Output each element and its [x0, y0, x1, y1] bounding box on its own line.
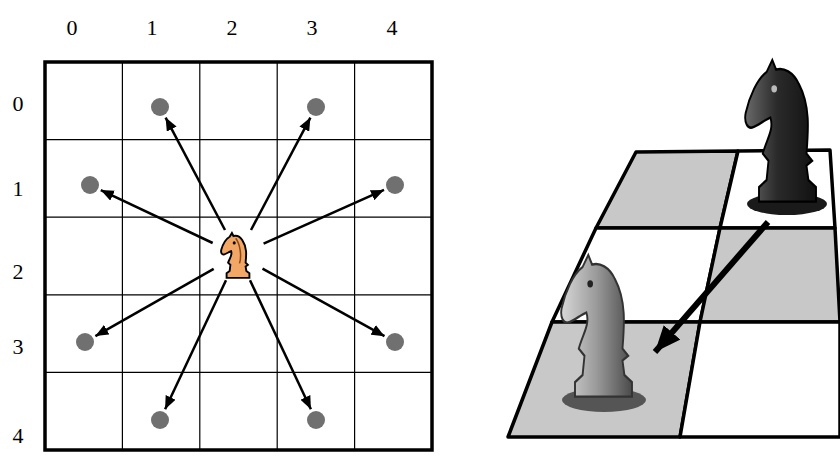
dark-knight-piece	[745, 60, 827, 215]
column-number: 4	[387, 17, 398, 39]
row-number: 4	[13, 425, 24, 447]
move-arrow	[655, 222, 768, 352]
column-number: 3	[307, 17, 318, 39]
knight-icon	[221, 233, 249, 278]
column-number: 0	[67, 17, 78, 39]
target-dots	[76, 98, 404, 429]
light-knight-piece	[561, 255, 646, 412]
move-arrows	[95, 118, 384, 410]
row-number: 1	[13, 178, 24, 200]
row-number: 2	[13, 261, 24, 283]
column-number: 1	[147, 17, 158, 39]
grid	[45, 62, 432, 450]
row-number: 0	[13, 93, 24, 115]
row-number: 3	[13, 336, 24, 358]
column-number: 2	[227, 17, 238, 39]
